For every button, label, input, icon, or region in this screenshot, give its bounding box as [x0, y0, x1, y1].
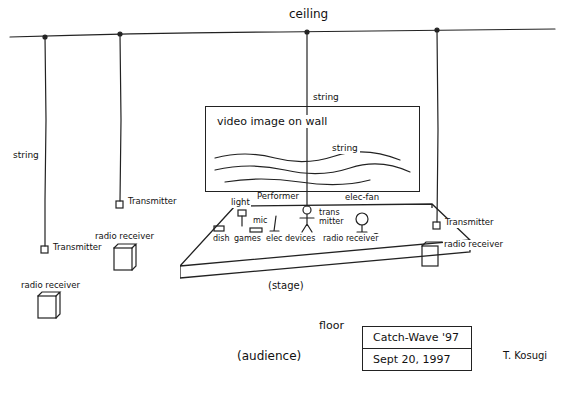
- hanging-string: [120, 34, 121, 201]
- receiver-icon: [114, 244, 136, 270]
- device-label: games: [233, 234, 262, 243]
- transmitter-label: Transmitter: [127, 197, 178, 207]
- transmitter-icon: [41, 246, 48, 253]
- mic-label: mic: [252, 216, 268, 225]
- signature: T. Kosugi: [502, 350, 548, 362]
- receiver-icon: [38, 292, 60, 318]
- performer-body: [300, 214, 314, 232]
- string-label: string: [312, 92, 340, 102]
- fan-label: elec-fan: [344, 193, 380, 203]
- transmitter-icon: [433, 222, 440, 229]
- hanging-string: [45, 36, 46, 246]
- mic-stand: [270, 216, 279, 231]
- screen-caption: video image on wall: [215, 115, 329, 128]
- transmitter-label: trans mitter: [318, 208, 350, 226]
- receiver-icon: [114, 248, 132, 270]
- device-label: dish: [212, 234, 231, 243]
- light-stand: [241, 216, 242, 226]
- ceiling-hook: [43, 35, 47, 39]
- receiver-icon: [38, 296, 56, 318]
- transmitter-icon: [116, 201, 123, 208]
- transmitter-label: Transmitter: [444, 218, 495, 228]
- video-wave: [215, 164, 410, 174]
- device-label: elec devices: [265, 234, 316, 243]
- stage-label: (stage): [268, 280, 304, 292]
- ceiling-hook: [305, 30, 309, 34]
- ceiling-hook: [435, 28, 439, 32]
- event-date: Sept 20, 1997: [363, 349, 471, 370]
- stage-front: [180, 204, 470, 278]
- audience-label: (audience): [236, 350, 302, 364]
- fan-icon: [356, 213, 368, 225]
- string-label: string: [330, 143, 360, 154]
- fan-stand: [357, 225, 367, 232]
- video-screen: video image on wall string: [205, 106, 420, 192]
- ceiling-label: ceiling: [288, 8, 329, 22]
- light-label: light: [230, 198, 251, 208]
- receiver-label: radio receiver: [20, 281, 81, 291]
- device-icon: [250, 228, 262, 232]
- receiver-label: radio receiver: [94, 232, 155, 242]
- floor-label: floor: [318, 320, 345, 333]
- video-wave: [225, 179, 370, 185]
- event-name: Catch-Wave '97: [363, 327, 471, 349]
- performer-head: [303, 206, 311, 214]
- hanging-string: [437, 30, 438, 222]
- receiver-label: radio receiver: [443, 240, 504, 250]
- performer-label: Performer: [256, 192, 300, 202]
- stage-top: [180, 204, 470, 266]
- ceiling-line: [10, 29, 555, 37]
- video-wave: [215, 152, 400, 162]
- receiver-label: radio receiver: [322, 234, 379, 243]
- event-info-box: Catch-Wave '97Sept 20, 1997: [362, 326, 472, 371]
- transmitter-label: Transmitter: [52, 243, 103, 253]
- light-icon: [238, 210, 246, 216]
- ceiling-hook: [118, 32, 122, 36]
- string-label: string: [12, 150, 40, 160]
